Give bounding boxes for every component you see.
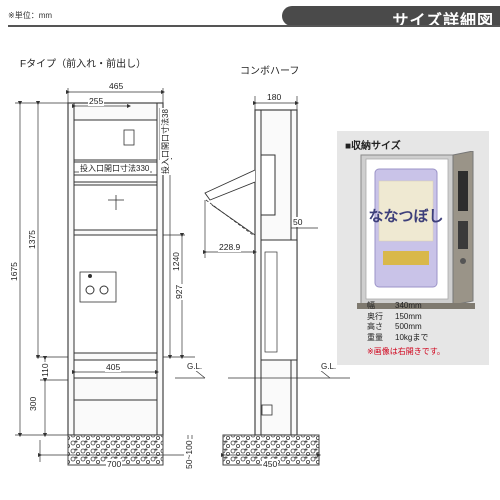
side-view-title: コンボハーフ [240,66,300,77]
dim-450: 450 [262,459,279,469]
dim-180: 180 [266,92,283,102]
dim-405: 405 [105,362,122,372]
dim-1375: 1375 [27,229,37,250]
header-rule [8,25,500,27]
dim-1675: 1675 [9,261,19,282]
storage-note: ※画像は右開きです。 [367,347,445,356]
front-view-title: Fタイプ（前入れ・前出し） [20,59,147,70]
dim-927: 927 [174,283,184,300]
storage-title: ■収納サイズ [345,141,401,152]
cabinet-photo: ななつぼし [357,151,475,309]
front-dimension-lines [15,88,206,462]
side-dimension-lines [202,96,350,462]
rice-bag-label: ななつぼし [368,208,443,225]
dim-255: 255 [88,96,105,106]
dim-right-label: 投入口開口寸法38 [160,108,171,175]
dim-465: 465 [108,81,125,91]
dim-700: 700 [106,459,123,469]
dim-50: 50 [292,217,304,227]
dim-110: 110 [40,362,50,378]
gl-front: G.L. [186,362,204,371]
unit-note: ※単位：mm [8,11,53,20]
front-view [67,102,164,466]
dim-slot-330: 投入口開口寸法330 [79,163,151,174]
dim-50-100: 50~100 [184,439,194,470]
dim-300: 300 [28,395,38,412]
dim-228-9: 228.9 [218,242,242,252]
dim-1240: 1240 [171,251,181,272]
gl-side: G.L. [320,362,338,371]
side-view [204,109,320,466]
